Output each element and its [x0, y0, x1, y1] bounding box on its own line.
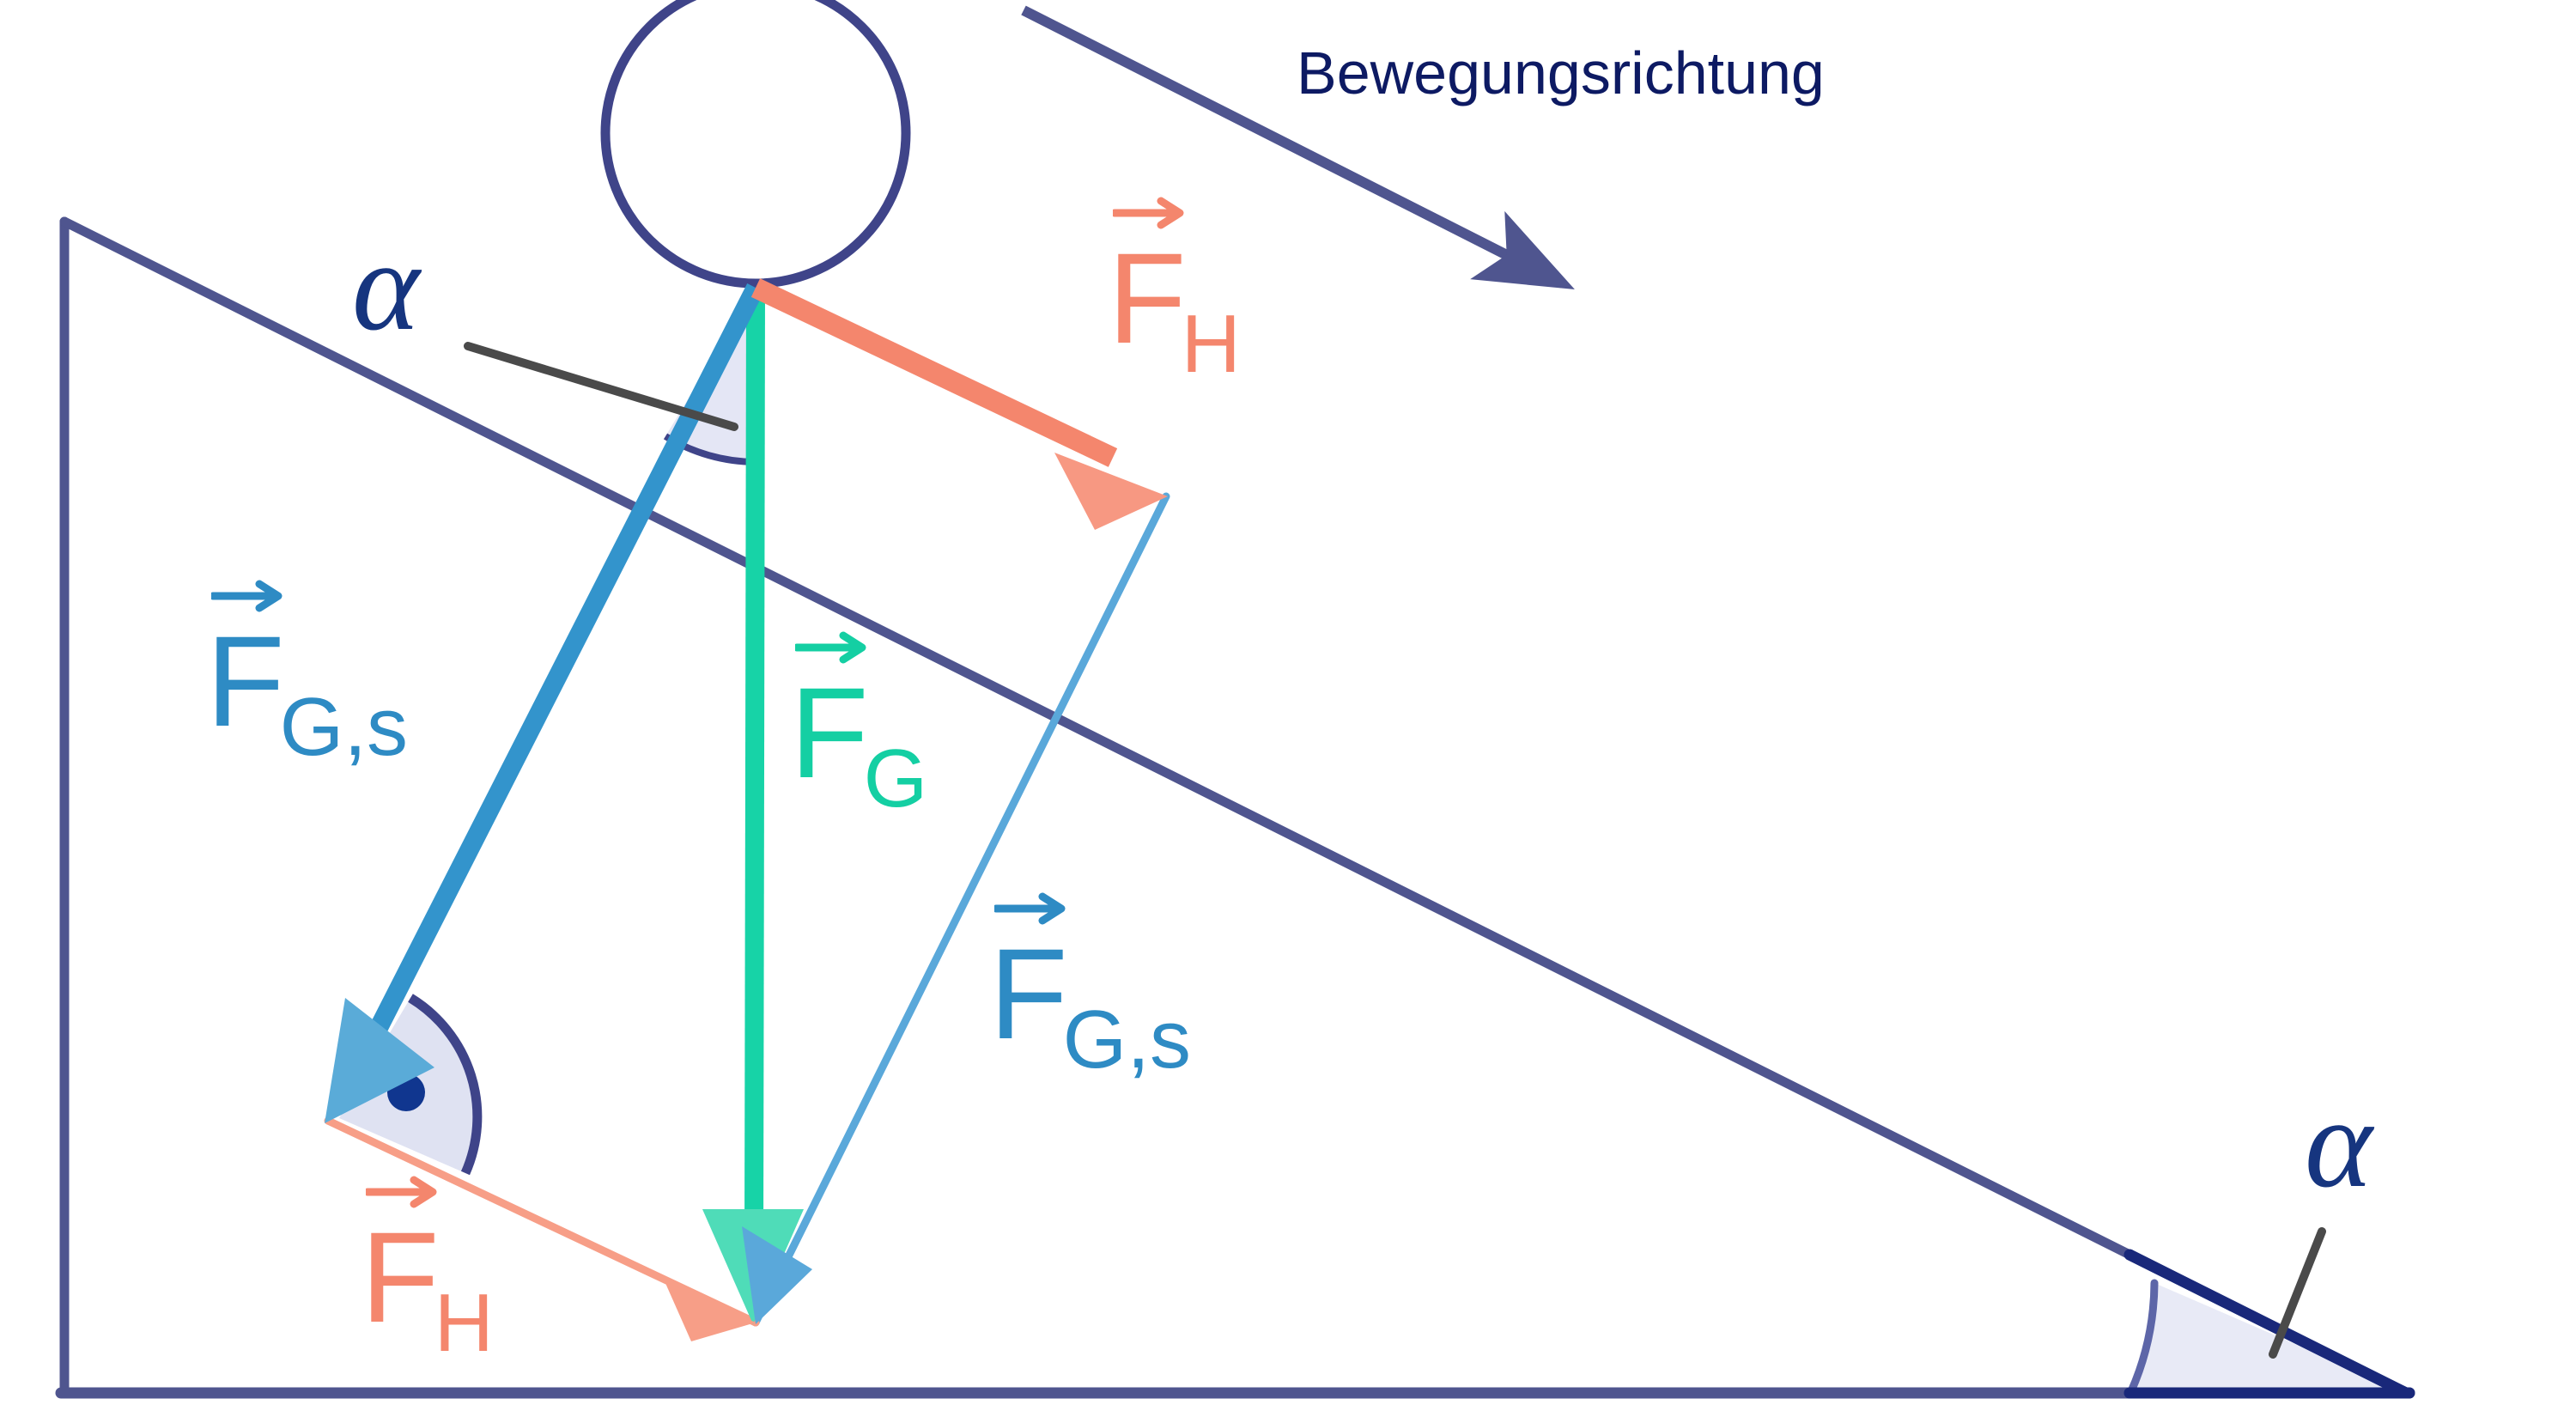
force-label-base: F [361, 1205, 440, 1349]
right-angle-marker [339, 994, 483, 1176]
force-label-subscript: H [434, 1277, 494, 1369]
force-label-base: F [989, 921, 1068, 1066]
force-label-component-right: FG,s [989, 892, 1196, 1081]
force-parallelogram [324, 492, 1170, 1327]
incline-angle-arc [2127, 1279, 2159, 1396]
parallelogram-right-side [751, 492, 1170, 1327]
alpha-leader-line-top [464, 342, 738, 431]
inclined-plane [55, 216, 2415, 1399]
force-label-base: F [790, 660, 869, 805]
alpha-label-top: α [352, 215, 420, 357]
friction-vector-head [1054, 453, 1168, 530]
force-label-weight: FG [790, 631, 933, 820]
motion-direction-label: Bewegungsrichtung [1297, 40, 1825, 106]
alpha-leader-line-incline [2269, 1227, 2326, 1359]
force-label-friction-bottom: FH [361, 1176, 499, 1365]
incline-slope [59, 216, 2411, 1398]
component-vector-head [325, 998, 434, 1123]
force-label-base: F [206, 609, 285, 753]
vector-arrow-icon [994, 892, 1066, 925]
parallelogram-bottom-side [324, 1116, 760, 1327]
force-label-friction-top: FH [1108, 197, 1246, 386]
vector-arrow-icon [211, 580, 283, 612]
friction-vector-shaft [750, 278, 1118, 467]
force-label-subscript: H [1181, 298, 1241, 390]
incline-slope-highlight [2123, 1249, 2412, 1399]
component-thin-arrow-head [742, 1226, 812, 1324]
force-label-subscript: G [863, 733, 928, 824]
force-vector-friction [750, 278, 1168, 530]
motion-direction-arrow [1021, 5, 1575, 290]
force-label-component-left: FG,s [206, 580, 413, 769]
vector-arrow-icon [366, 1176, 437, 1208]
force-label-subscript: G,s [1062, 994, 1191, 1085]
alpha-label-incline: α [2305, 1072, 2372, 1214]
right-angle-wedge-arc [408, 994, 483, 1176]
rolling-body-circle [600, 0, 911, 289]
weight-vector-shaft [744, 287, 765, 1248]
force-label-subscript: G,s [279, 681, 408, 773]
force-label-base: F [1108, 226, 1187, 370]
friction-thin-arrow-head [665, 1281, 756, 1341]
vector-arrow-icon [1113, 197, 1184, 229]
vector-arrow-icon [795, 631, 866, 664]
